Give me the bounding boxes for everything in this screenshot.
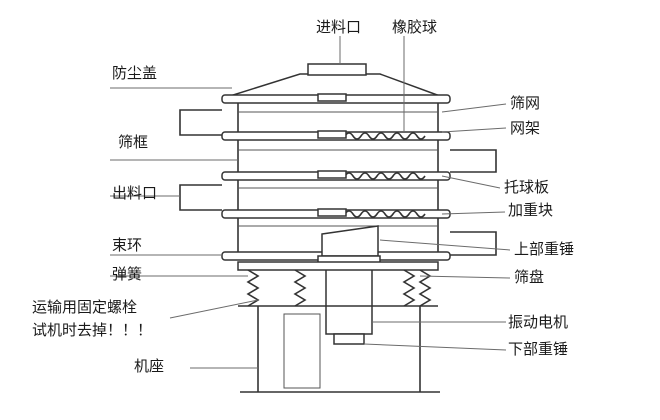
label-base: 机座 [134, 357, 165, 375]
motor-housing [317, 225, 381, 345]
label-weight-block: 加重块 [508, 201, 554, 219]
springs [237, 261, 439, 307]
label-clamp-ring: 束环 [112, 236, 143, 254]
label-feed-inlet: 进料口 [316, 18, 362, 36]
label-lower-weight: 下部重锤 [508, 340, 569, 358]
label-mesh-frame: 网架 [510, 119, 541, 137]
base-frame [238, 305, 440, 393]
label-transport-note-line1: 运输用固定螺栓 [32, 298, 138, 316]
label-discharge-outlet: 出料口 [112, 184, 158, 202]
discharge-outlets [179, 109, 497, 256]
label-rubber-ball: 橡胶球 [392, 18, 438, 36]
label-transport-note-line2: 试机时去掉！！！ [32, 321, 153, 339]
label-screen-tray: 筛盘 [514, 268, 545, 286]
label-ball-tray: 托球板 [504, 178, 550, 196]
screen-mesh-layers [238, 111, 438, 227]
label-upper-weight: 上部重锤 [514, 240, 575, 258]
rubber-ball-row [344, 132, 426, 218]
label-dust-cover: 防尘盖 [112, 64, 158, 82]
feed-inlet-shape [307, 63, 367, 76]
dust-cover-shape [228, 73, 444, 97]
label-screen-mesh: 筛网 [510, 94, 541, 112]
label-spring: 弹簧 [112, 265, 143, 283]
clamp-bolts [317, 93, 347, 217]
label-screen-frame: 筛框 [118, 133, 149, 151]
leader-lines [110, 36, 511, 369]
label-vibration-motor: 振动电机 [508, 313, 569, 331]
